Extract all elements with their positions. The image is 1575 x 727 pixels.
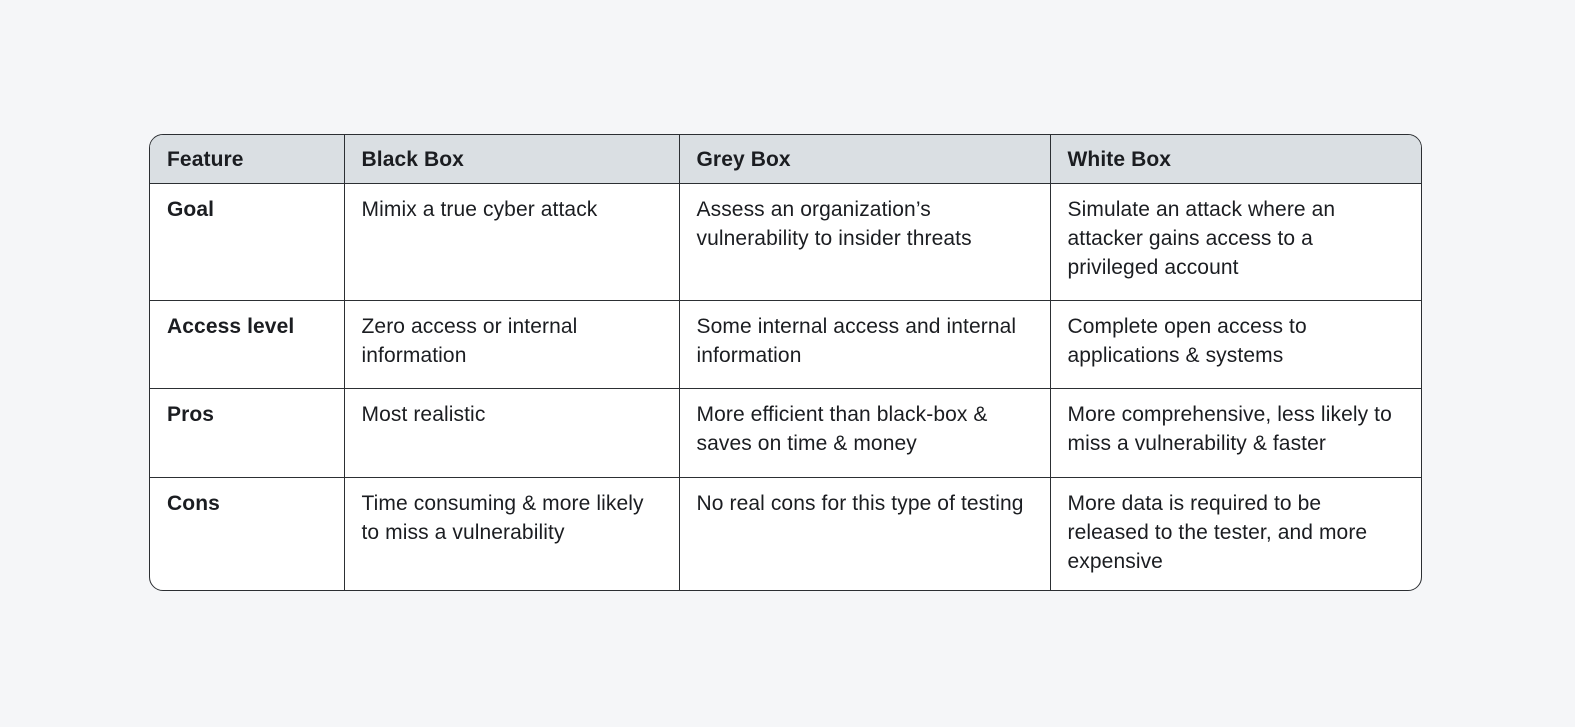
table-row-cons: Cons Time consuming & more likely to mis… bbox=[150, 477, 1421, 590]
header-feature: Feature bbox=[150, 135, 345, 184]
black-box-cell: Mimix a true cyber attack bbox=[344, 183, 680, 301]
header-black-box: Black Box bbox=[344, 135, 680, 184]
black-box-cell: Time consuming & more likely to miss a v… bbox=[344, 477, 680, 590]
table-row-goal: Goal Mimix a true cyber attack Assess an… bbox=[150, 183, 1421, 301]
table-body: Goal Mimix a true cyber attack Assess an… bbox=[150, 183, 1421, 590]
black-box-cell: Zero access or internal information bbox=[344, 300, 680, 389]
grey-box-cell: No real cons for this type of testing bbox=[679, 477, 1051, 590]
white-box-cell: Simulate an attack where an attacker gai… bbox=[1050, 183, 1421, 301]
feature-cell: Pros bbox=[150, 388, 345, 478]
feature-cell: Cons bbox=[150, 477, 345, 590]
feature-cell: Goal bbox=[150, 183, 345, 301]
header-grey-box: Grey Box bbox=[679, 135, 1051, 184]
grey-box-cell: Assess an organization’s vulnerability t… bbox=[679, 183, 1051, 301]
white-box-cell: Complete open access to applications & s… bbox=[1050, 300, 1421, 389]
grey-box-cell: More efficient than black-box & saves on… bbox=[679, 388, 1051, 478]
header-white-box: White Box bbox=[1050, 135, 1421, 184]
feature-cell: Access level bbox=[150, 300, 345, 389]
white-box-cell: More data is required to be released to … bbox=[1067, 491, 1368, 573]
white-box-cell: More comprehensive, less likely to miss … bbox=[1050, 388, 1421, 478]
grey-box-cell: Some internal access and internal inform… bbox=[679, 300, 1051, 389]
table-row-pros: Pros Most realistic More efficient than … bbox=[150, 388, 1421, 478]
comparison-table-card: Feature Black Box Grey Box White Box Goa… bbox=[149, 134, 1422, 591]
black-box-cell: Most realistic bbox=[344, 388, 680, 478]
header-row: Feature Black Box Grey Box White Box bbox=[150, 135, 1421, 184]
comparison-table: Feature Black Box Grey Box White Box Goa… bbox=[150, 135, 1421, 590]
table-header: Feature Black Box Grey Box White Box bbox=[150, 135, 1421, 184]
table-row-access-level: Access level Zero access or internal inf… bbox=[150, 300, 1421, 389]
